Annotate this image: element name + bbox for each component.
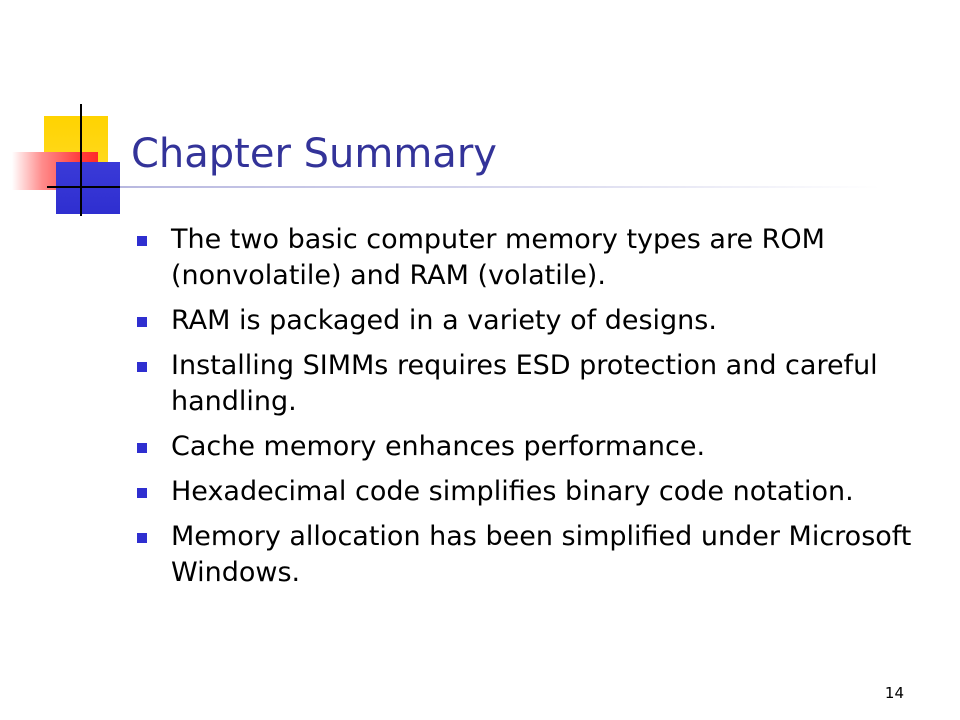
bullet-text: Memory allocation has been simplified un… <box>171 521 912 588</box>
bullet-square-icon <box>137 317 147 327</box>
bullet-item: The two basic computer memory types are … <box>133 222 923 294</box>
bullet-text: The two basic computer memory types are … <box>171 224 825 291</box>
slide-title: Chapter Summary <box>131 131 497 177</box>
bullet-square-icon <box>137 443 147 453</box>
bullet-item: Cache memory enhances performance. <box>133 429 923 465</box>
bullet-item: RAM is packaged in a variety of designs. <box>133 303 923 339</box>
bullet-item: Memory allocation has been simplified un… <box>133 519 923 591</box>
bullet-item: Installing SIMMs requires ESD protection… <box>133 348 923 420</box>
title-underline <box>120 186 880 188</box>
bullet-list: The two basic computer memory types are … <box>133 222 923 600</box>
bullet-square-icon <box>137 488 147 498</box>
page-number: 14 <box>884 684 904 702</box>
bullet-square-icon <box>137 236 147 246</box>
bullet-text: Cache memory enhances performance. <box>171 431 706 462</box>
bullet-text: Installing SIMMs requires ESD protection… <box>171 350 878 417</box>
bullet-text: RAM is packaged in a variety of designs. <box>171 305 717 336</box>
logo-horizontal-line <box>47 186 132 188</box>
bullet-square-icon <box>137 533 147 543</box>
bullet-item: Hexadecimal code simplifies binary code … <box>133 474 923 510</box>
logo-vertical-line <box>80 104 82 216</box>
bullet-text: Hexadecimal code simplifies binary code … <box>171 476 854 507</box>
logo-blue-block <box>56 162 120 214</box>
bullet-square-icon <box>137 362 147 372</box>
